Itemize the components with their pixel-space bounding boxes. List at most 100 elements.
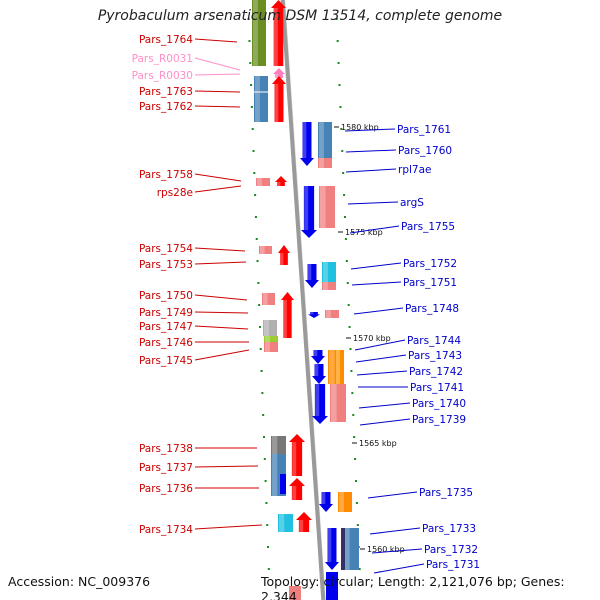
cog-box-pars-1746 xyxy=(264,336,278,342)
tick-mark xyxy=(348,326,351,328)
reverse-leader-line xyxy=(354,339,406,351)
gene-highlight xyxy=(283,300,287,338)
forward-gene-label: Pars_1737 xyxy=(139,462,193,474)
forward-leader-line xyxy=(194,325,249,330)
forward-gene-arrow xyxy=(296,512,312,532)
tick-mark xyxy=(343,194,346,196)
cog-box-highlight xyxy=(255,76,260,122)
tick-mark xyxy=(255,238,258,240)
reverse-gene-arrow xyxy=(319,492,333,512)
tick-mark xyxy=(257,282,260,284)
cog-box-highlight xyxy=(339,492,344,512)
forward-gene-label: Pars_1736 xyxy=(139,483,193,495)
cog-box-pars-1750 xyxy=(262,293,275,305)
forward-leader-line xyxy=(194,524,263,530)
cog-box-highlight xyxy=(272,454,278,496)
forward-gene-arrow xyxy=(275,176,287,186)
forward-gene-label: Pars_1745 xyxy=(139,355,193,367)
reverse-gene-label: Pars_1748 xyxy=(405,303,459,315)
tick-mark xyxy=(344,238,347,240)
reverse-gene-label: Pars_1741 xyxy=(410,382,464,394)
forward-gene-label: Pars_R0030 xyxy=(132,70,193,82)
forward-leader-line xyxy=(194,261,247,265)
cog-box-pars-1747 xyxy=(263,320,277,336)
cog-box-pars-1761 xyxy=(318,122,332,158)
reverse-leader-line xyxy=(344,128,396,132)
cog-box-highlight xyxy=(323,262,328,282)
reverse-gene-arrow xyxy=(311,350,325,364)
cog-box-highlight xyxy=(264,320,269,336)
cog-box-highlight xyxy=(323,282,328,290)
forward-leader-line xyxy=(194,57,241,71)
gene-highlight xyxy=(314,364,319,376)
tick-mark xyxy=(267,546,270,548)
scale-mark-label: 1580 kbp xyxy=(341,123,379,132)
cog-box-highlight xyxy=(263,293,268,305)
cog-box-pars-1736-strip xyxy=(280,474,286,494)
tick-mark xyxy=(349,348,352,350)
cog-box-pars-1754 xyxy=(259,246,272,254)
tick-mark xyxy=(252,150,255,152)
tick-mark xyxy=(338,84,341,86)
reverse-gene-arrow xyxy=(301,186,317,238)
forward-leader-line xyxy=(194,294,248,301)
gene-highlight xyxy=(307,264,312,280)
tick-mark xyxy=(254,216,257,218)
gene-highlight xyxy=(292,442,297,476)
tick-mark xyxy=(248,40,251,42)
forward-leader-line xyxy=(194,465,259,468)
reverse-leader-line xyxy=(349,225,400,234)
reverse-gene-label: Pars_1744 xyxy=(407,335,461,347)
tick-mark xyxy=(341,150,344,152)
tick-mark xyxy=(251,128,254,130)
forward-leader-line xyxy=(194,105,241,108)
gene-highlight xyxy=(327,528,332,562)
tick-mark xyxy=(258,304,261,306)
forward-leader-line xyxy=(194,90,241,93)
reverse-gene-bottom xyxy=(326,572,338,600)
topology-label: Topology: circular; Length: 2,121,076 bp… xyxy=(261,574,565,600)
forward-gene-label: Pars_1754 xyxy=(139,243,193,255)
tick-mark xyxy=(256,260,259,262)
cog-box-highlight xyxy=(320,186,326,228)
reverse-leader-line xyxy=(373,563,425,574)
cog-box-pars-1764 xyxy=(252,0,266,66)
cog-box-pars-1748 xyxy=(325,310,339,318)
tick-mark xyxy=(335,18,338,20)
forward-gene-label: Pars_1734 xyxy=(139,524,193,536)
forward-gene-label: Pars_1762 xyxy=(139,101,193,113)
reverse-gene-label: Pars_1740 xyxy=(412,398,466,410)
cog-box-pars-1733 xyxy=(343,528,359,570)
tick-mark xyxy=(336,40,339,42)
forward-gene-arrow xyxy=(272,76,286,122)
cog-box-highlight xyxy=(265,336,270,342)
forward-gene-arrow xyxy=(289,478,305,500)
forward-gene-label: Pars_1747 xyxy=(139,321,193,333)
forward-gene-label: Pars_1763 xyxy=(139,86,193,98)
reverse-gene-arrow xyxy=(300,122,314,166)
forward-gene-label: Pars_1749 xyxy=(139,307,193,319)
forward-leader-line xyxy=(194,185,242,193)
reverse-gene-label: Pars_1733 xyxy=(422,523,476,535)
tick-mark xyxy=(337,62,340,64)
tick-mark xyxy=(262,414,265,416)
cog-box-highlight xyxy=(260,246,265,254)
tick-mark xyxy=(250,84,253,86)
reverse-gene-label: argS xyxy=(400,197,424,209)
scale-mark-label: 1565 kbp xyxy=(359,439,397,448)
tick-mark xyxy=(249,62,252,64)
forward-gene-arrow xyxy=(289,434,305,476)
reverse-leader-line xyxy=(347,201,399,205)
forward-gene-label: Pars_1758 xyxy=(139,169,193,181)
cog-box-pars-1752 xyxy=(322,262,336,282)
tick-mark xyxy=(266,524,269,526)
cog-box-highlight xyxy=(319,122,324,158)
tick-mark xyxy=(259,348,262,350)
cog-box-pars-1758 xyxy=(256,178,270,186)
forward-leader-line xyxy=(194,349,250,361)
forward-gene-label: Pars_1738 xyxy=(139,443,193,455)
tick-mark xyxy=(356,524,359,526)
forward-leader-line xyxy=(194,311,249,314)
cog-box-highlight xyxy=(319,158,324,168)
gene-highlight xyxy=(277,182,281,186)
